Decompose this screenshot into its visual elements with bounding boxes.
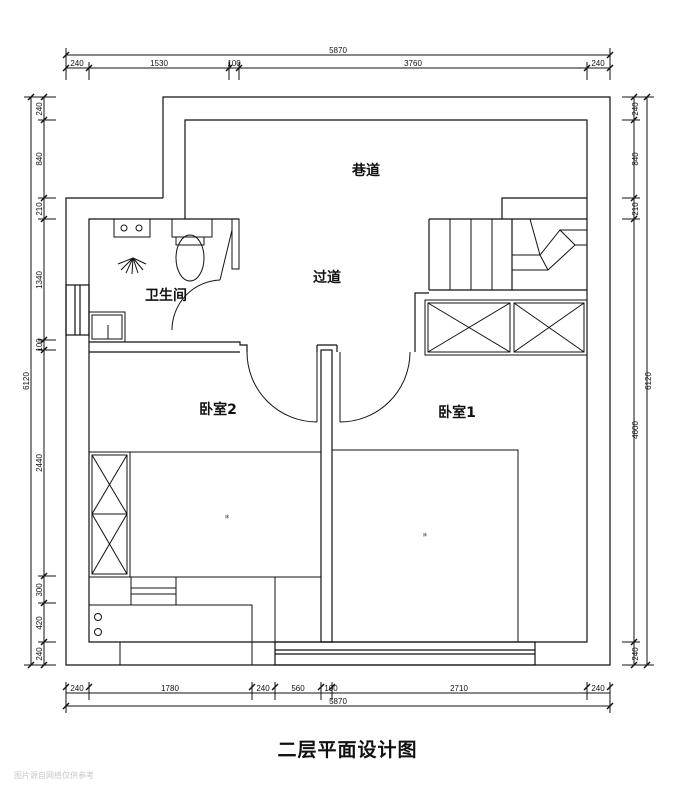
dim-left-5: 2440 [35,454,44,472]
dim-left-1: 840 [35,152,44,166]
dim-bottom-4: 100 [324,684,338,693]
dim-right-3: 4600 [631,421,640,439]
top-dimension-labels: 5870 240 1530 100 3760 240 [70,46,605,68]
dim-right-1: 840 [631,152,640,166]
dim-left-3: 1340 [35,271,44,289]
dim-bottom-5: 2710 [450,684,468,693]
dim-bottom-2: 240 [256,684,270,693]
dim-left-7: 420 [35,616,44,630]
dim-top-4: 240 [591,59,605,68]
bed-label-left: 床 [225,513,229,519]
dim-bottom-1: 1780 [161,684,179,693]
desk [89,576,276,665]
dim-left-0: 240 [35,102,44,116]
watermark: 图片源自网络仅供参考 [14,771,94,780]
dim-bottom-total: 5870 [329,697,347,706]
dim-top-total: 5870 [329,46,347,55]
dim-top-0: 240 [70,59,84,68]
bottom-dimension-labels: 240 1780 240 560 100 2710 240 5870 [70,684,605,706]
walls [65,96,611,666]
dim-left-8: 240 [35,647,44,661]
doors [171,218,411,423]
right-dimension-labels: 240 840 210 4600 240 6120 [631,102,653,661]
dim-right-4: 240 [631,647,640,661]
dim-left-4: 100 [35,338,44,352]
room-label-corridor: 过道 [313,269,341,286]
bathroom-fixtures [88,218,213,343]
room-label-bedroom1: 卧室1 [438,404,476,421]
shower-icon [117,257,147,275]
staircase [449,218,587,290]
dim-left-6: 300 [35,583,44,597]
room-label-bathroom: 卫生间 [145,287,187,304]
left-dimension-labels: 240 840 210 1340 100 2440 300 420 240 61… [22,102,44,661]
room-label-bedroom2: 卧室2 [199,401,237,418]
dimension-ticks [27,51,651,710]
bed-label-right: 床 [423,531,427,537]
dim-top-2: 100 [227,59,241,68]
right-dimension-lines [622,96,654,666]
dim-bottom-6: 240 [591,684,605,693]
dim-bottom-0: 240 [70,684,84,693]
room-label-alley: 巷道 [351,162,380,179]
drawing-title: 二层平面设计图 [277,739,418,761]
dim-right-2: 210 [631,202,640,216]
dim-top-1: 1530 [150,59,168,68]
dim-left-total: 6120 [22,372,31,390]
dim-top-3: 3760 [404,59,422,68]
beds [129,449,519,643]
dim-right-0: 240 [631,102,640,116]
top-dimension-lines [65,48,611,80]
dim-bottom-3: 560 [291,684,305,693]
wardrobes [88,299,588,578]
dim-left-2: 210 [35,202,44,216]
left-dimension-lines [24,96,56,666]
dim-right-total: 6120 [644,372,653,390]
